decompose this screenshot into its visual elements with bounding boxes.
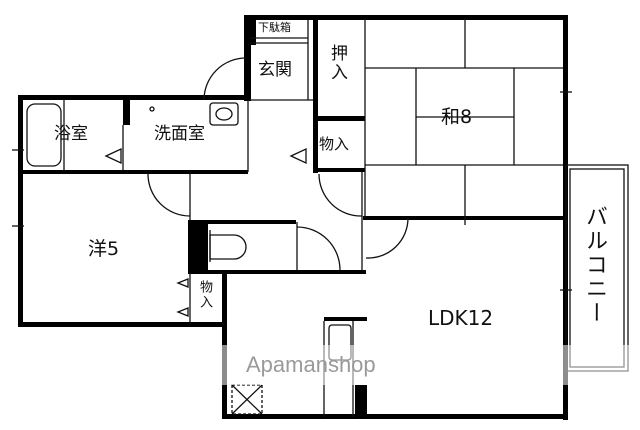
- room-label-storage-western: 物入: [197, 280, 212, 310]
- room-label-balcony: バルコニー: [582, 205, 607, 325]
- room-label-storage-hall: 物入: [319, 135, 350, 153]
- room-label-bath: 浴室: [54, 124, 88, 144]
- watermark: Apamanshop: [246, 352, 376, 377]
- room-label-washroom: 洗面室: [154, 124, 205, 144]
- room-label-genkan: 玄関: [258, 60, 292, 80]
- room-label-oshiire: 押入: [327, 44, 347, 82]
- interior-lines: [12, 18, 629, 417]
- room-label-washitsu: 和8: [441, 106, 473, 128]
- watermark-band: [222, 345, 640, 385]
- room-label-ldk: LDK12: [428, 306, 494, 330]
- room-label-western: 洋5: [88, 238, 120, 260]
- room-label-shoe-box: 下駄箱: [258, 21, 291, 34]
